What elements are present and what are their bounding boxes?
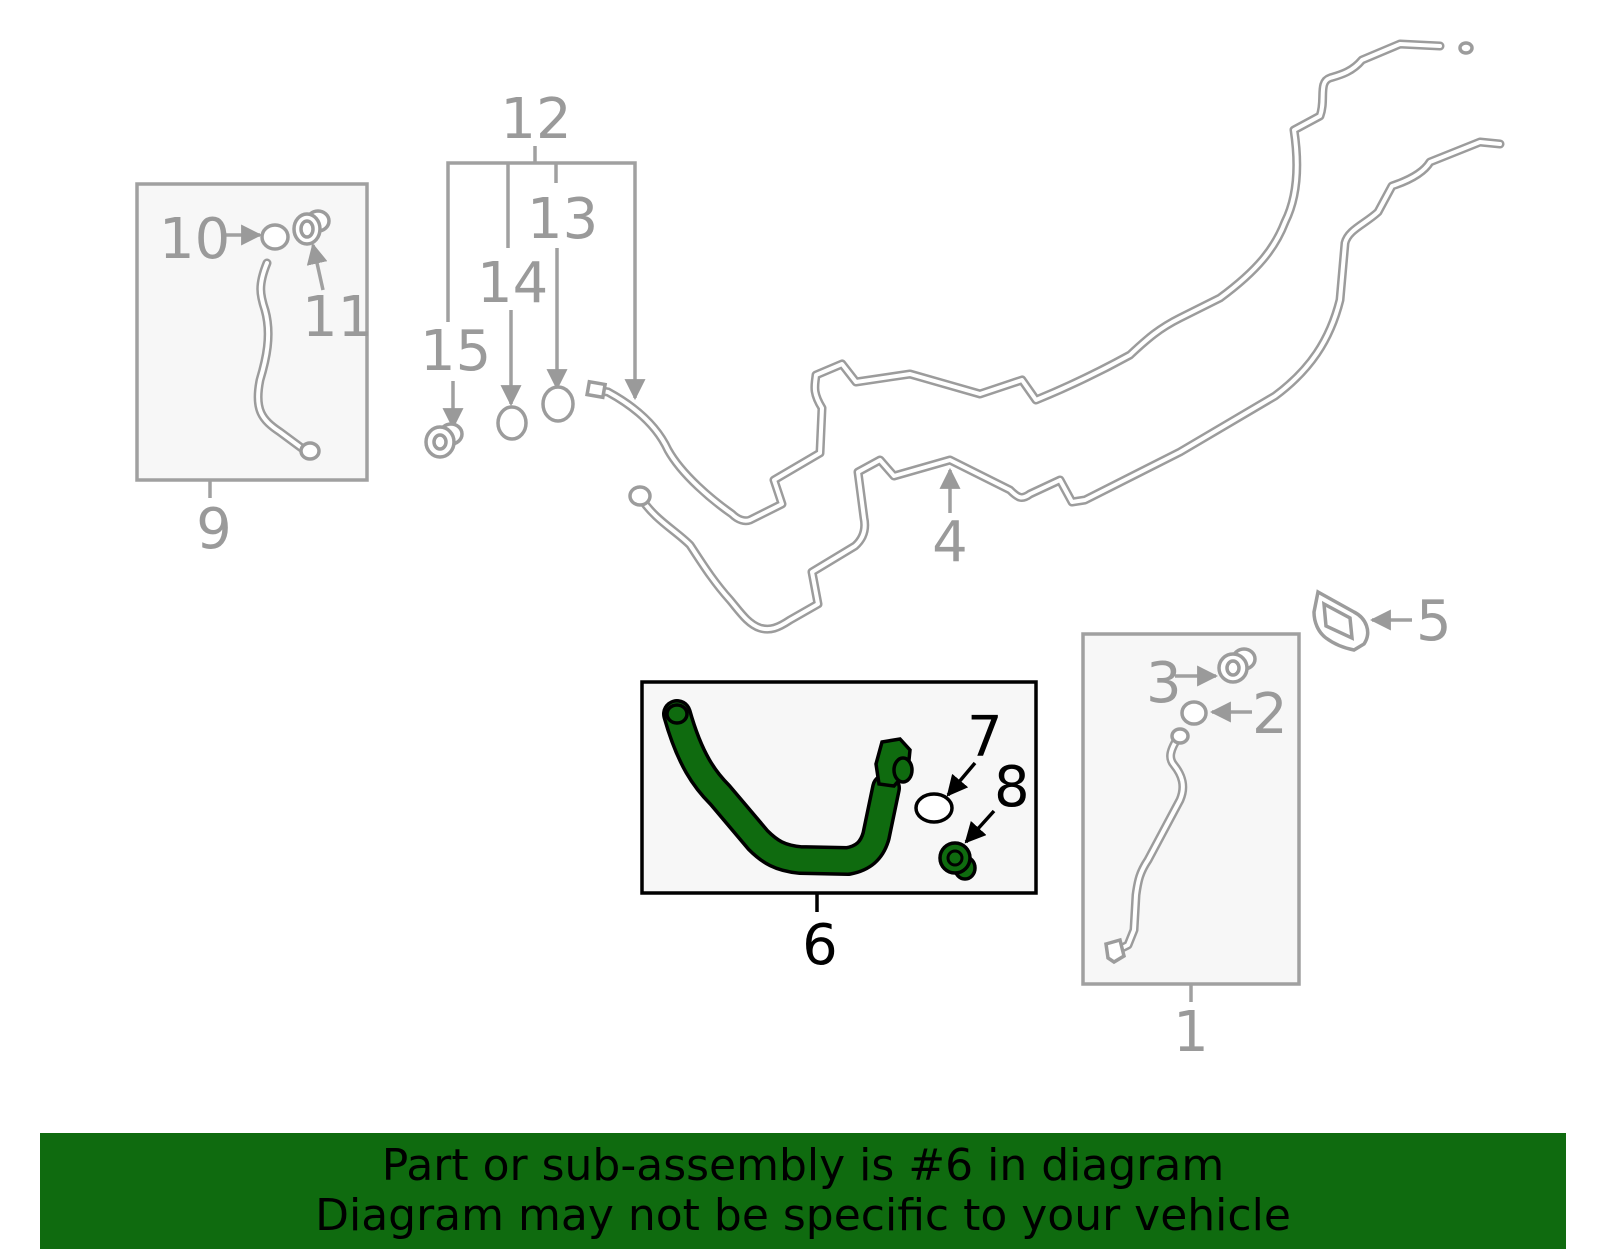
- fitting-3: [1217, 647, 1257, 684]
- assembly-1-box: [1081, 632, 1301, 1002]
- callout-8[interactable]: 8: [994, 755, 1030, 820]
- gasket-5: [1312, 589, 1412, 652]
- assembly-9-box: [135, 182, 369, 498]
- banner-line-1: Part or sub-assembly is #6 in diagram: [381, 1140, 1225, 1191]
- callout-12[interactable]: 12: [500, 87, 571, 152]
- fitting-11: [292, 209, 331, 246]
- bracket-12: [424, 146, 646, 459]
- callout-2[interactable]: 2: [1252, 682, 1288, 747]
- o-ring-14: [496, 405, 528, 441]
- callout-13[interactable]: 13: [527, 187, 598, 252]
- info-banner: Part or sub-assembly is #6 in diagram Di…: [40, 1133, 1566, 1249]
- callout-4[interactable]: 4: [932, 510, 968, 575]
- tube-4: [585, 39, 1505, 634]
- callout-7[interactable]: 7: [967, 705, 1003, 770]
- assembly-6-box[interactable]: [640, 680, 1038, 912]
- callout-1[interactable]: 1: [1173, 1000, 1209, 1065]
- banner-line-2: Diagram may not be specific to your vehi…: [315, 1190, 1291, 1241]
- callout-3[interactable]: 3: [1146, 651, 1182, 716]
- o-ring-7: [914, 792, 954, 824]
- callout-5[interactable]: 5: [1416, 589, 1452, 654]
- parts-diagram: 1 2 3 4 5 6 7 8 9 10 11 12 13 14 15: [135, 39, 1505, 1065]
- tube-9: [253, 258, 321, 461]
- callout-14[interactable]: 14: [477, 251, 548, 316]
- tube-1: [1104, 727, 1190, 965]
- o-ring-10: [260, 223, 290, 251]
- callout-11[interactable]: 11: [302, 285, 373, 350]
- fitting-15: [424, 422, 464, 459]
- callout-6[interactable]: 6: [802, 913, 838, 978]
- o-ring-13: [541, 385, 575, 423]
- o-ring-2: [1180, 700, 1208, 726]
- callout-9[interactable]: 9: [196, 497, 232, 562]
- callout-10[interactable]: 10: [159, 207, 230, 272]
- hose-6[interactable]: [662, 699, 914, 876]
- fitting-8: [938, 841, 977, 881]
- callout-15[interactable]: 15: [420, 319, 491, 384]
